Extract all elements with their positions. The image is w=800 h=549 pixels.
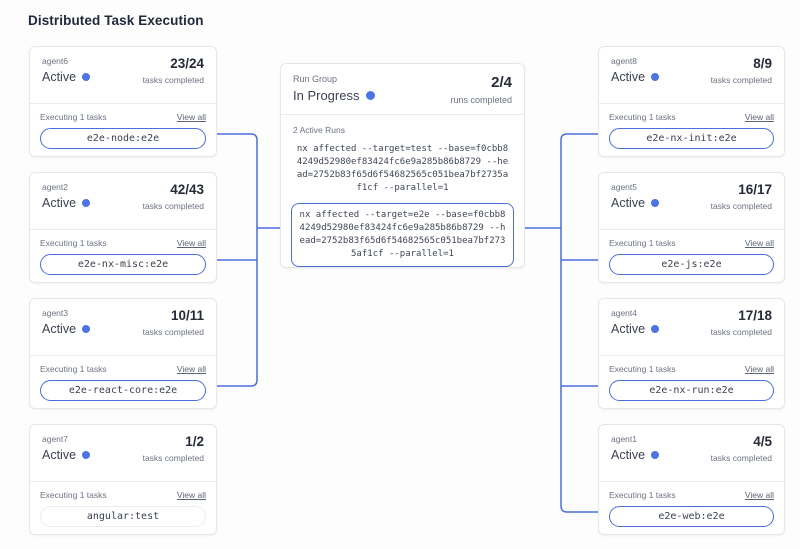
executing-label: Executing 1 tasks — [40, 112, 107, 122]
active-status-dot — [82, 451, 91, 459]
tasks-count-label: tasks completed — [710, 201, 772, 211]
runs-count-label: runs completed — [450, 95, 512, 105]
view-all-link[interactable]: View all — [744, 490, 774, 500]
tasks-count-label: tasks completed — [710, 453, 772, 463]
agent-card-agent5: agent5 Active 16/17 tasks completed Exec… — [598, 172, 785, 283]
view-all-link[interactable]: View all — [744, 112, 774, 122]
run-command[interactable]: nx affected --target=test --base=f0cbb84… — [296, 144, 509, 193]
task-pill[interactable]: e2e-node:e2e — [40, 128, 206, 149]
tasks-count: 4/5 — [753, 434, 772, 449]
agent-name: agent7 — [42, 434, 68, 444]
active-status-dot — [82, 199, 91, 207]
task-pill[interactable]: e2e-react-core:e2e — [40, 380, 206, 401]
task-pill[interactable]: e2e-nx-init:e2e — [609, 128, 774, 149]
executing-label: Executing 1 tasks — [40, 364, 107, 374]
executing-label: Executing 1 tasks — [40, 490, 107, 500]
tasks-count-label: tasks completed — [710, 75, 772, 85]
task-pill[interactable]: e2e-web:e2e — [609, 506, 774, 527]
agent-name: agent2 — [42, 182, 68, 192]
active-status-dot — [651, 451, 660, 459]
run-group-label: Run Group — [293, 74, 338, 84]
run-group-card: Run Group In Progress 2/4 runs completed… — [280, 63, 525, 268]
executing-label: Executing 1 tasks — [609, 490, 676, 500]
task-pill[interactable]: angular:test — [40, 506, 206, 527]
view-all-link[interactable]: View all — [176, 238, 206, 248]
active-status-dot — [651, 199, 660, 207]
tasks-count-label: tasks completed — [142, 453, 204, 463]
agent-card-agent8: agent8 Active 8/9 tasks completed Execut… — [598, 46, 785, 157]
runs-count: 2/4 — [491, 74, 512, 91]
run-group-status: In Progress — [293, 88, 360, 103]
tasks-count: 8/9 — [753, 56, 772, 71]
task-pill[interactable]: e2e-nx-run:e2e — [609, 380, 774, 401]
view-all-link[interactable]: View all — [176, 490, 206, 500]
run-command-active[interactable]: nx affected --target=e2e --base=f0cbb842… — [291, 203, 514, 267]
agent-card-agent1: agent1 Active 4/5 tasks completed Execut… — [598, 424, 785, 535]
agent-status-label: Active — [611, 196, 646, 210]
agent-name: agent5 — [611, 182, 637, 192]
agent-status-label: Active — [611, 448, 646, 462]
executing-label: Executing 1 tasks — [40, 238, 107, 248]
in-progress-status-dot — [366, 91, 376, 100]
tasks-count: 16/17 — [738, 182, 772, 197]
view-all-link[interactable]: View all — [744, 364, 774, 374]
tasks-count-label: tasks completed — [710, 327, 772, 337]
agent-status-label: Active — [42, 448, 77, 462]
executing-label: Executing 1 tasks — [609, 238, 676, 248]
page-title: Distributed Task Execution — [28, 13, 204, 28]
view-all-link[interactable]: View all — [744, 238, 774, 248]
view-all-link[interactable]: View all — [176, 364, 206, 374]
active-status-dot — [651, 73, 660, 81]
agent-card-agent7: agent7 Active 1/2 tasks completed Execut… — [29, 424, 217, 535]
tasks-count: 23/24 — [170, 56, 204, 71]
executing-label: Executing 1 tasks — [609, 364, 676, 374]
agent-card-agent4: agent4 Active 17/18 tasks completed Exec… — [598, 298, 785, 409]
active-status-dot — [651, 325, 660, 333]
tasks-count: 10/11 — [170, 308, 204, 323]
tasks-count-label: tasks completed — [142, 201, 204, 211]
active-runs-label: 2 Active Runs — [293, 125, 345, 135]
agent-card-agent3: agent3 Active 10/11 tasks completed Exec… — [29, 298, 217, 409]
agent-name: agent6 — [42, 56, 68, 66]
agent-card-agent6: agent6 Active 23/24 tasks completed Exec… — [29, 46, 217, 157]
tasks-count-label: tasks completed — [142, 75, 204, 85]
agent-name: agent3 — [42, 308, 68, 318]
task-pill[interactable]: e2e-js:e2e — [609, 254, 774, 275]
agent-status-label: Active — [42, 322, 77, 336]
active-status-dot — [82, 73, 91, 81]
task-pill[interactable]: e2e-nx-misc:e2e — [40, 254, 206, 275]
agent-status-label: Active — [611, 322, 646, 336]
tasks-count: 42/43 — [170, 182, 204, 197]
agent-status-label: Active — [42, 70, 77, 84]
agent-name: agent8 — [611, 56, 637, 66]
tasks-count-label: tasks completed — [142, 327, 204, 337]
agent-status-label: Active — [42, 196, 77, 210]
view-all-link[interactable]: View all — [176, 112, 206, 122]
tasks-count: 17/18 — [738, 308, 772, 323]
tasks-count: 1/2 — [185, 434, 204, 449]
executing-label: Executing 1 tasks — [609, 112, 676, 122]
agent-name: agent4 — [611, 308, 637, 318]
agent-status-label: Active — [611, 70, 646, 84]
active-status-dot — [82, 325, 91, 333]
agent-name: agent1 — [611, 434, 637, 444]
agent-card-agent2: agent2 Active 42/43 tasks completed Exec… — [29, 172, 217, 283]
